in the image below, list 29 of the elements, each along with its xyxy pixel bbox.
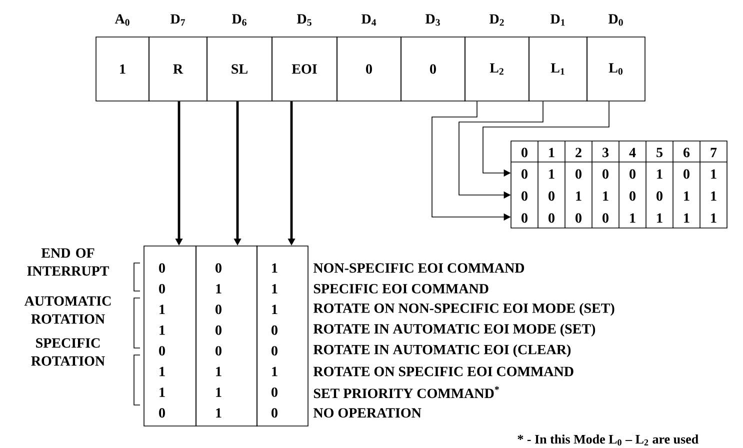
register-cell: R [148,36,208,102]
bit-heading: D$_{4}$ [362,14,376,26]
bit-heading: D$_{3}$ [426,14,440,26]
table-row: 0 1 0 0 0 1 0 1 [522,169,716,179]
register-cell: 0 [336,36,402,102]
group-label: AUTOMATIC ROTATION [24,296,111,324]
register-cell: EOI [272,36,338,102]
register-cell: L$_{1}$ [528,36,588,102]
register-cell: L$_{0}$ [586,36,646,102]
group-label: END OF INTERRUPT [27,248,109,276]
bit-heading: D$_{0}$ [608,14,623,26]
table-row: 0 0 0 0 1 1 1 1 [522,213,716,223]
group-label: SPECIFIC ROTATION [31,338,105,366]
register-cell: 1 [96,36,150,102]
table-column: 0 0 1 1 0 1 1 0 [144,246,196,426]
register-cell: L$_{2}$ [464,36,530,102]
bit-heading: D$_{2}$ [490,14,504,26]
bit-heading: D$_{7}$ [170,14,186,26]
register-cell: 0 [400,36,466,102]
table-column: 0 1 0 0 0 1 1 1 [196,246,258,426]
table-row: 0 0 1 1 0 0 1 1 [522,191,716,201]
bit-heading: D$_{5}$ [297,14,312,26]
table-column: 1 1 1 0 0 1 0 0 [256,246,308,426]
footnote: * - In this Mode L$_{0}$ – L$_{2}$ are used [518,434,698,446]
table-row: 0 1 2 3 4 5 6 7 [522,148,717,158]
register-cell: SL [206,36,272,102]
bit-heading: D$_{6}$ [232,14,246,26]
bit-heading: D$_{1}$ [550,14,565,26]
bit-heading: A$_{0}$ [114,14,130,26]
